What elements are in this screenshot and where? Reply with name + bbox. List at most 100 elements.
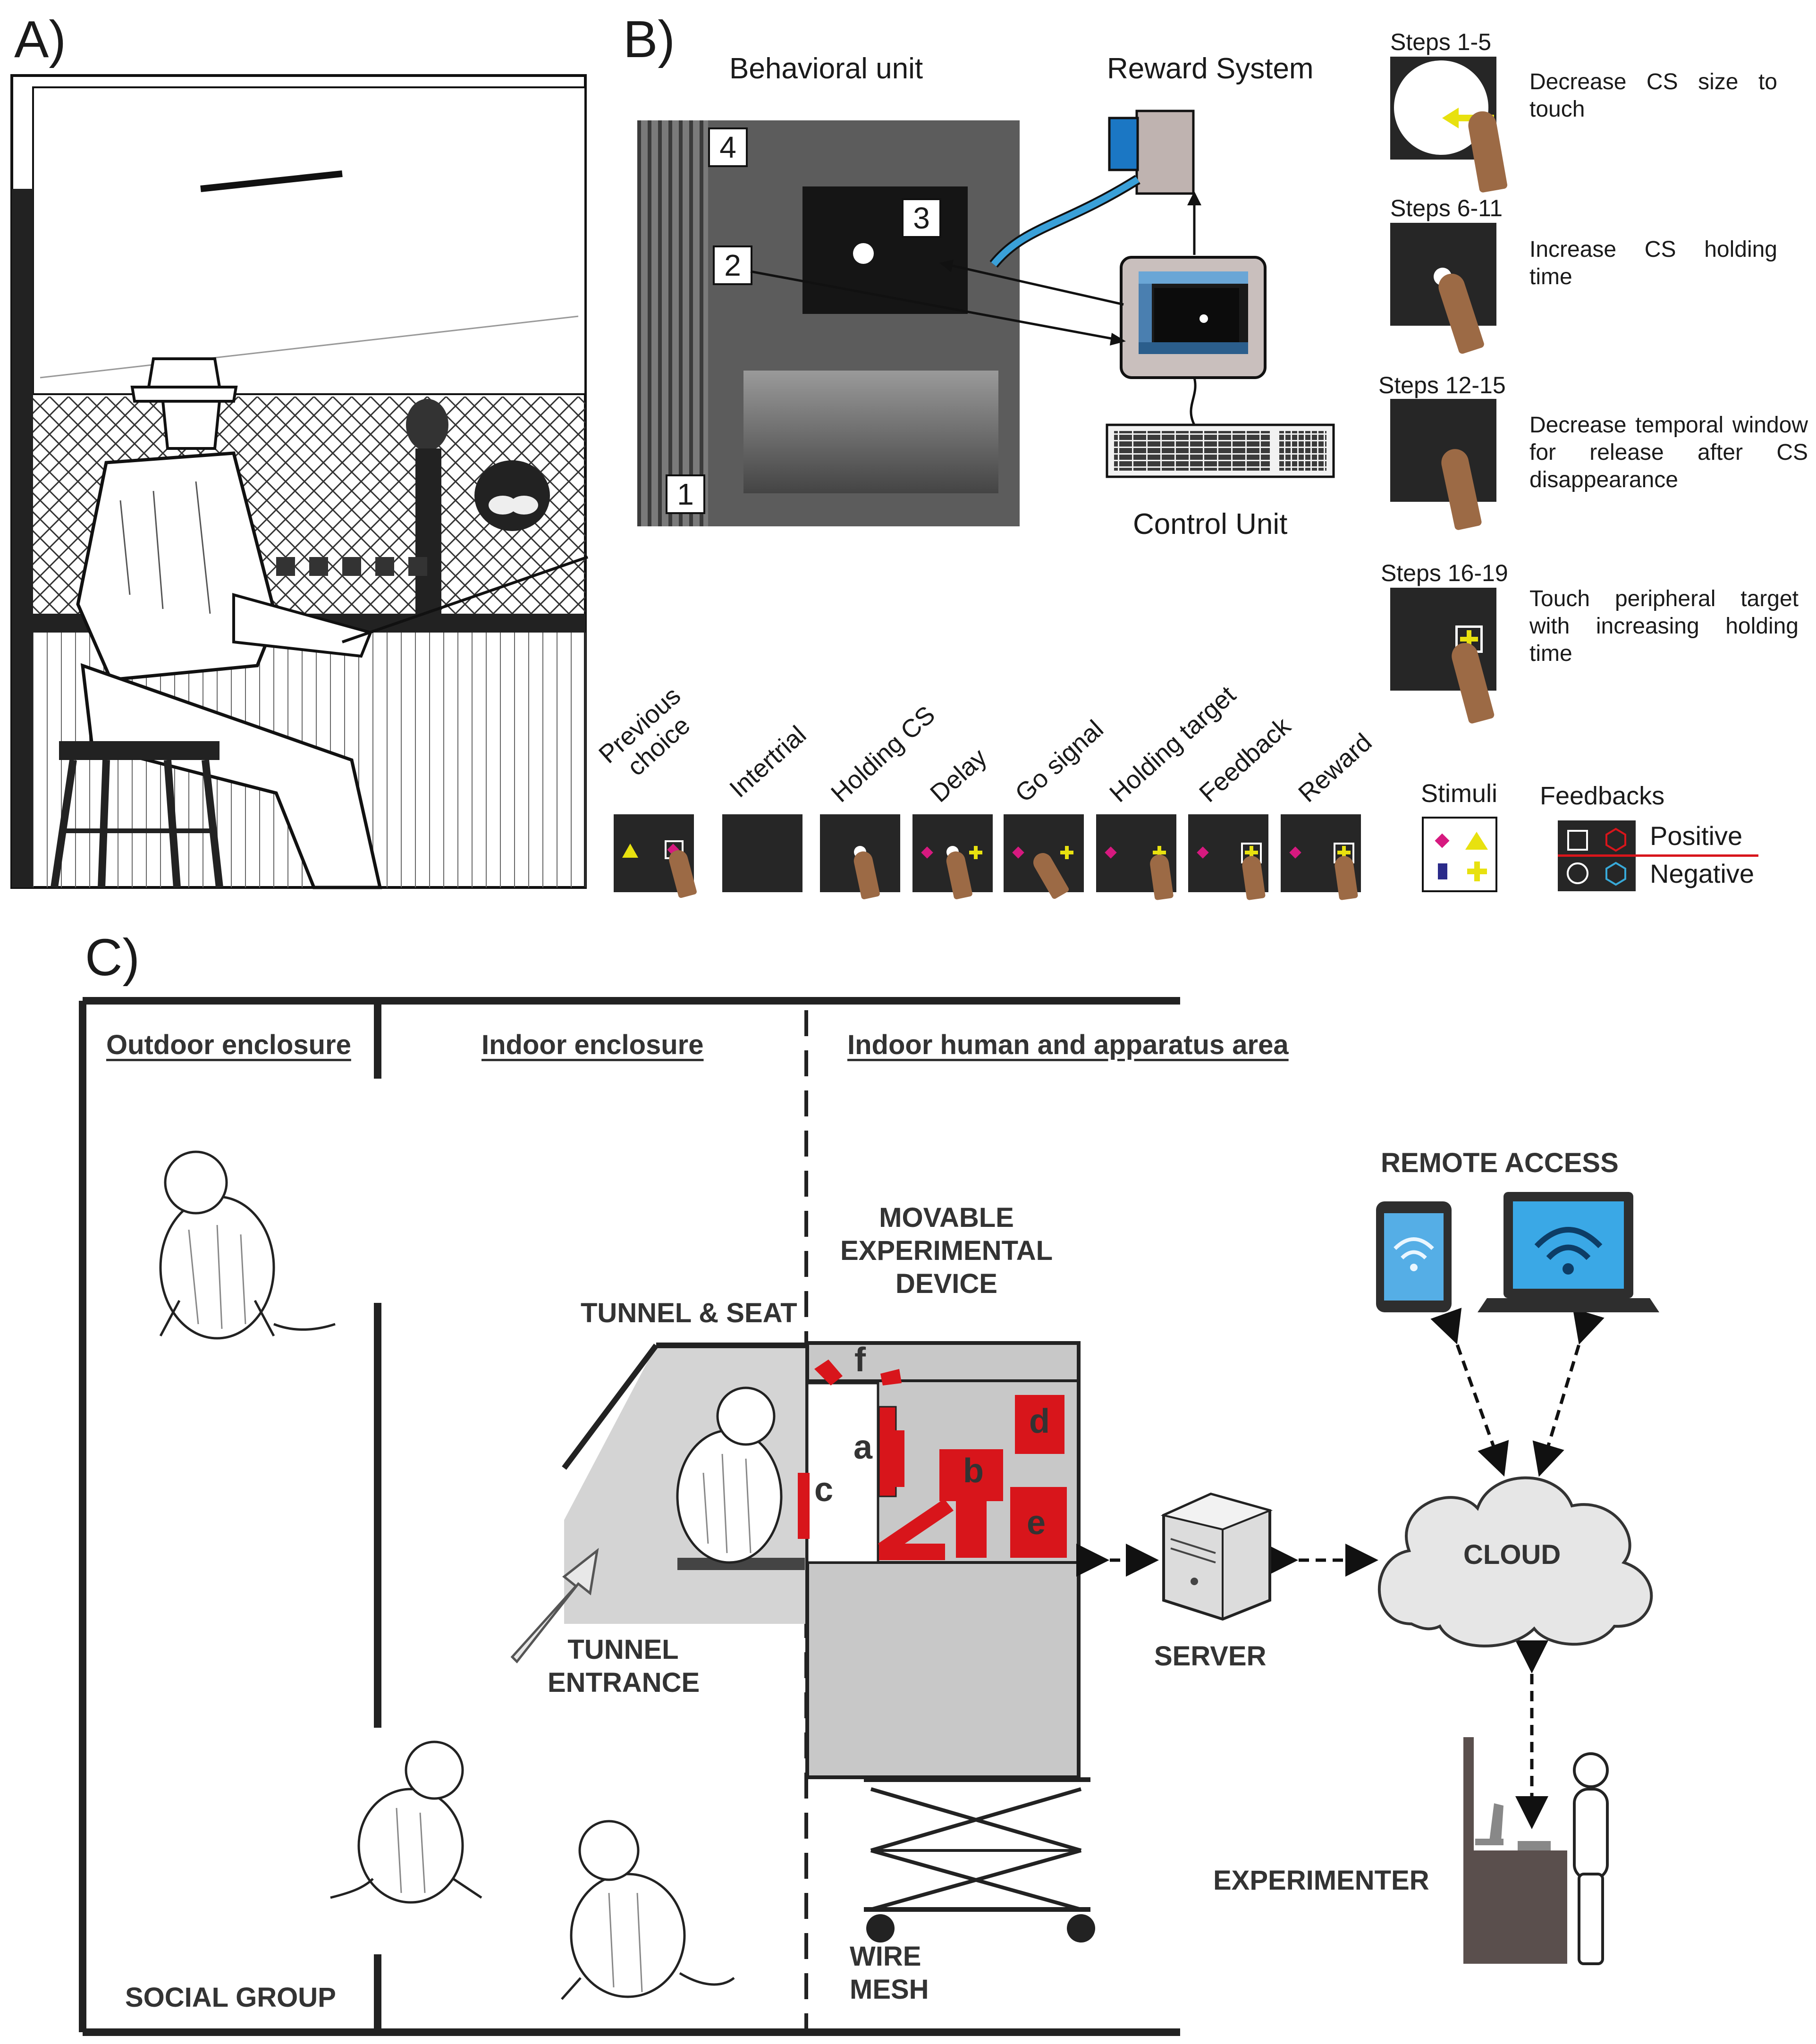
panel-a-illustration [10,74,588,889]
tunnel-entrance-label: TUNNEL ENTRANCE [548,1633,700,1699]
marker-1: 1 [666,474,705,514]
step-title-3: Steps 12-15 [1378,372,1506,398]
yellow-cross-icon-v [1474,862,1480,881]
panel-b-label: B) [623,10,675,68]
step-title-4: Steps 16-19 [1381,560,1508,586]
seq-label-text: Previous choice [593,681,696,782]
marker-3: 3 [902,198,941,238]
component-c: c [814,1471,834,1509]
tunnel-seat-label: TUNNEL & SEAT [581,1298,797,1328]
cloud-label: CLOUD [1463,1539,1561,1570]
yellow-cross-icon-v [974,846,978,859]
yellow-cross-icon-v [1250,846,1253,859]
remote-access-label: REMOTE ACCESS [1381,1148,1619,1178]
yellow-triangle-icon [622,844,638,858]
access-opening [743,371,998,493]
step-desc-1: Decrease CS size to touch [1529,69,1777,122]
hand-icon [1149,853,1174,901]
hand-icon [1030,849,1070,900]
outdoor-enclosure-label: Outdoor enclosure [106,1030,351,1060]
server-label: SERVER [1154,1641,1267,1672]
yellow-cross-icon-v [1157,846,1161,859]
seq-thumb-reward [1281,814,1361,901]
wire-mesh-line-1: WIRE [850,1941,921,1972]
hand-icon [1466,109,1508,193]
human-area-label: Indoor human and apparatus area [847,1030,1289,1060]
hand-icon [1438,446,1483,531]
marker-2: 2 [713,245,752,285]
step-thumb-4 [1390,588,1496,725]
hand-icon [667,848,698,899]
wire-mesh-label: WIRE MESH [850,1940,929,2006]
step-thumb-1 [1390,57,1508,193]
seq-label-holding-cs: Holding CS [826,700,941,808]
step-desc-4: Touch peripheral target with increasing … [1529,586,1799,666]
step-title-2: Steps 6-11 [1390,195,1503,221]
component-b: b [963,1452,984,1490]
panel-c-label: C) [85,929,140,987]
feedback-negative-label: Negative [1650,859,1755,888]
movable-device-label: MOVABLE EXPERIMENTAL DEVICE [840,1201,1053,1301]
seq-thumb-previous-choice [614,814,698,899]
step-title-1: Steps 1-5 [1390,29,1492,55]
magenta-diamond-icon [1435,833,1450,848]
seq-label-go-signal: Go signal [1010,715,1109,808]
tunnel-entrance-line-2: ENTRANCE [548,1667,700,1698]
experimenter-label: EXPERIMENTER [1213,1865,1429,1896]
magenta-diamond-icon [1105,846,1117,859]
marker-4: 4 [708,127,748,167]
seq-thumb-intertrial [722,814,802,892]
monkey-tunnel [676,1386,783,1564]
stimuli-box [1422,817,1497,892]
feedbacks-label: Feedbacks [1540,782,1665,810]
step-thumb-2 [1390,223,1496,355]
step-thumb-3 [1390,399,1496,531]
seq-thumb-go-signal [1004,814,1084,900]
seq-thumb-holding-cs [820,814,900,900]
hand-icon [1448,640,1495,725]
cage-mesh-side [637,120,708,526]
cs-stimulus-dot [853,243,874,264]
seq-label-delay: Delay [925,743,992,808]
hand-icon [1333,854,1359,901]
monkey-social-2 [561,1820,735,2000]
movable-device-line-3: DEVICE [895,1268,997,1299]
component-e: e [1027,1504,1046,1542]
feedback-divider [1558,854,1758,857]
reward-system-label: Reward System [1107,52,1314,85]
feedback-shapes [1567,828,1626,886]
component-a: a [853,1428,873,1466]
magenta-diamond-icon [921,846,933,859]
component-f: f [854,1341,866,1379]
yellow-triangle-icon [1465,832,1488,850]
magenta-diamond-icon [1197,846,1209,859]
behavioral-unit-photo: 4 3 2 1 [637,120,1020,526]
panel-c-diagram [79,997,1659,2036]
seq-label-reward: Reward [1293,728,1377,808]
seq-label-previous-choice: Previous choice [590,678,709,793]
navy-rectangle-icon [1438,863,1447,879]
hand-icon [1241,854,1266,901]
magenta-diamond-icon [1012,846,1024,859]
step-desc-2: Increase CS holding time [1529,237,1777,289]
wire-mesh-line-2: MESH [850,1974,929,2005]
yellow-cross-icon-v [1342,846,1346,859]
yellow-cross-icon-v [1065,846,1069,859]
tunnel-entrance-line-1: TUNNEL [567,1634,679,1665]
control-unit-label: Control Unit [1133,508,1288,541]
social-group-label: SOCIAL GROUP [125,1982,336,2013]
feedback-positive-label: Positive [1650,821,1743,851]
movable-device-line-1: MOVABLE [879,1202,1014,1233]
component-d: d [1029,1402,1050,1440]
seq-label-intertrial: Intertrial [724,720,812,803]
panel-a-label: A) [14,10,66,68]
indoor-enclosure-label: Indoor enclosure [481,1030,704,1060]
magenta-diamond-icon [1289,846,1301,859]
movable-device-line-2: EXPERIMENTAL [840,1235,1053,1266]
monkey-social-1 [330,1740,482,1904]
hand-icon [1435,270,1485,355]
seq-thumb-delay [912,814,993,900]
yellow-cross-icon-v [1467,630,1471,648]
reward-control-diagram [750,110,1335,478]
hand-icon [945,849,973,900]
